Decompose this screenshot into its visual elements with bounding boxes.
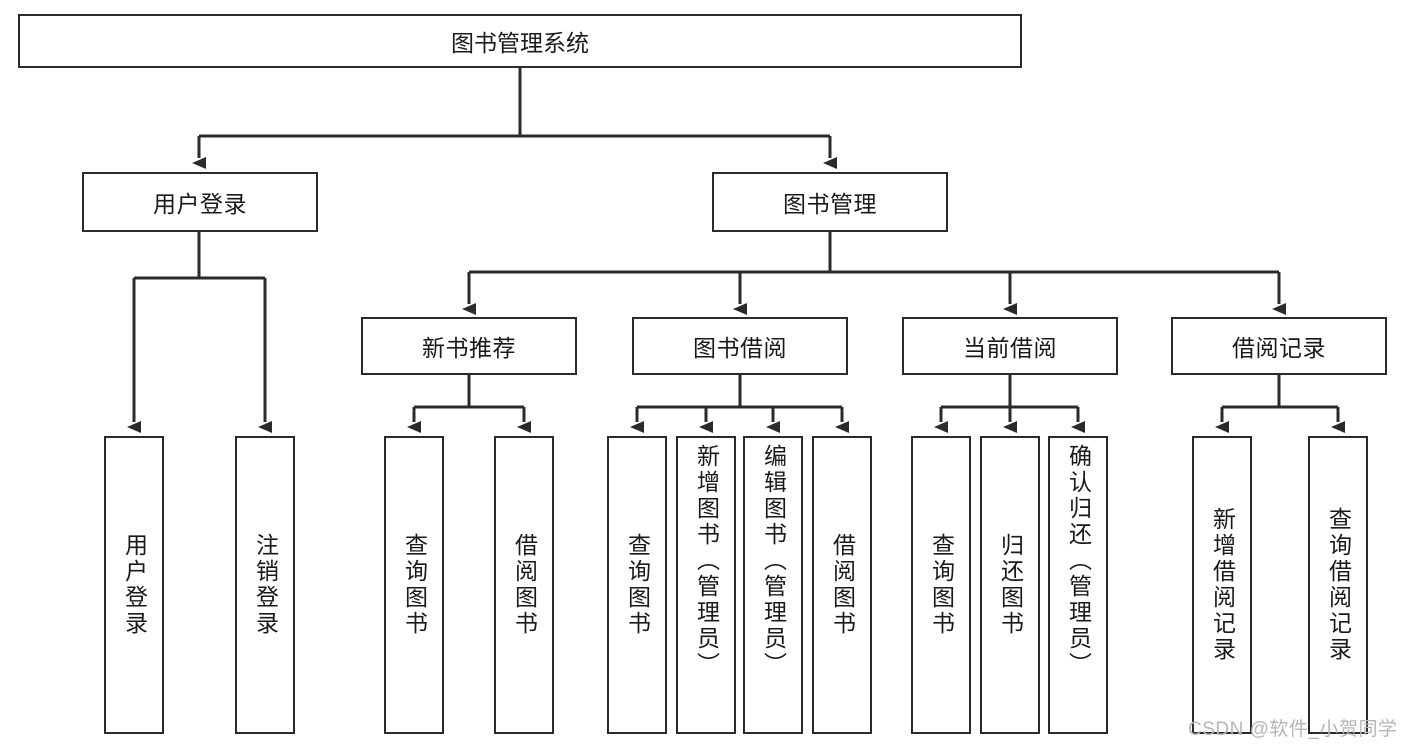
node-book-management[interactable]: 图书管理: [712, 172, 948, 232]
node-new-book-recommend-label: 新书推荐: [422, 335, 516, 361]
leaf-text-wrap: 确认归还（管理员）: [1050, 438, 1106, 738]
node-current-borrow-label: 当前借阅: [963, 335, 1057, 361]
leaf-text-wrap: 用户登录: [106, 438, 162, 732]
leaf-book-borrow-query[interactable]: 查询图书: [607, 436, 667, 734]
node-book-borrow-label: 图书借阅: [693, 335, 787, 361]
leaf-text-wrap: 编辑图书（管理员）: [745, 438, 801, 738]
leaf-label: 用户登录: [121, 533, 148, 637]
leaf-label: 查询图书: [624, 533, 651, 637]
leaf-book-borrow-edit[interactable]: 编辑图书（管理员）: [743, 436, 803, 734]
leaf-label: 查询图书: [401, 533, 428, 637]
leaf-borrow-record-add[interactable]: 新增借阅记录: [1192, 436, 1252, 734]
leaf-label: 借阅图书: [829, 533, 856, 637]
leaf-new-book-borrow[interactable]: 借阅图书: [494, 436, 554, 734]
node-user-login-label: 用户登录: [153, 191, 247, 217]
leaf-text-wrap: 归还图书: [982, 438, 1038, 732]
node-root[interactable]: 图书管理系统: [18, 14, 1022, 68]
leaf-text-wrap: 查询借阅记录: [1310, 438, 1366, 732]
node-borrow-record[interactable]: 借阅记录: [1171, 317, 1387, 375]
leaf-label: 编辑图书（管理员）: [760, 444, 787, 678]
leaf-borrow-record-query[interactable]: 查询借阅记录: [1308, 436, 1368, 734]
node-user-login[interactable]: 用户登录: [82, 172, 318, 232]
leaf-book-borrow-borrow[interactable]: 借阅图书: [812, 436, 872, 734]
leaf-book-borrow-add[interactable]: 新增图书（管理员）: [676, 436, 736, 734]
leaf-text-wrap: 查询图书: [913, 438, 969, 732]
leaf-text-wrap: 查询图书: [386, 438, 442, 732]
leaf-label: 注销登录: [252, 533, 279, 637]
leaf-label: 查询借阅记录: [1325, 507, 1352, 663]
leaf-new-book-query[interactable]: 查询图书: [384, 436, 444, 734]
node-book-borrow[interactable]: 图书借阅: [632, 317, 848, 375]
leaf-current-borrow-return[interactable]: 归还图书: [980, 436, 1040, 734]
leaf-current-borrow-confirm[interactable]: 确认归还（管理员）: [1048, 436, 1108, 734]
leaf-text-wrap: 新增图书（管理员）: [678, 438, 734, 738]
node-root-label: 图书管理系统: [451, 30, 589, 56]
leaf-user-login-login[interactable]: 用户登录: [104, 436, 164, 734]
leaf-text-wrap: 注销登录: [237, 438, 293, 732]
leaf-label: 借阅图书: [511, 533, 538, 637]
leaf-label: 确认归还（管理员）: [1065, 444, 1092, 678]
leaf-label: 查询图书: [928, 533, 955, 637]
leaf-text-wrap: 查询图书: [609, 438, 665, 732]
watermark: CSDN @软件_小贺同学: [1188, 719, 1398, 740]
leaf-text-wrap: 借阅图书: [496, 438, 552, 732]
leaf-label: 归还图书: [997, 533, 1024, 637]
leaf-text-wrap: 新增借阅记录: [1194, 438, 1250, 732]
leaf-current-borrow-query[interactable]: 查询图书: [911, 436, 971, 734]
node-book-management-label: 图书管理: [783, 191, 877, 217]
leaf-user-login-logout[interactable]: 注销登录: [235, 436, 295, 734]
node-borrow-record-label: 借阅记录: [1232, 335, 1326, 361]
leaf-text-wrap: 借阅图书: [814, 438, 870, 732]
node-new-book-recommend[interactable]: 新书推荐: [361, 317, 577, 375]
leaf-label: 新增借阅记录: [1209, 507, 1236, 663]
node-current-borrow[interactable]: 当前借阅: [902, 317, 1118, 375]
leaf-label: 新增图书（管理员）: [693, 444, 720, 678]
